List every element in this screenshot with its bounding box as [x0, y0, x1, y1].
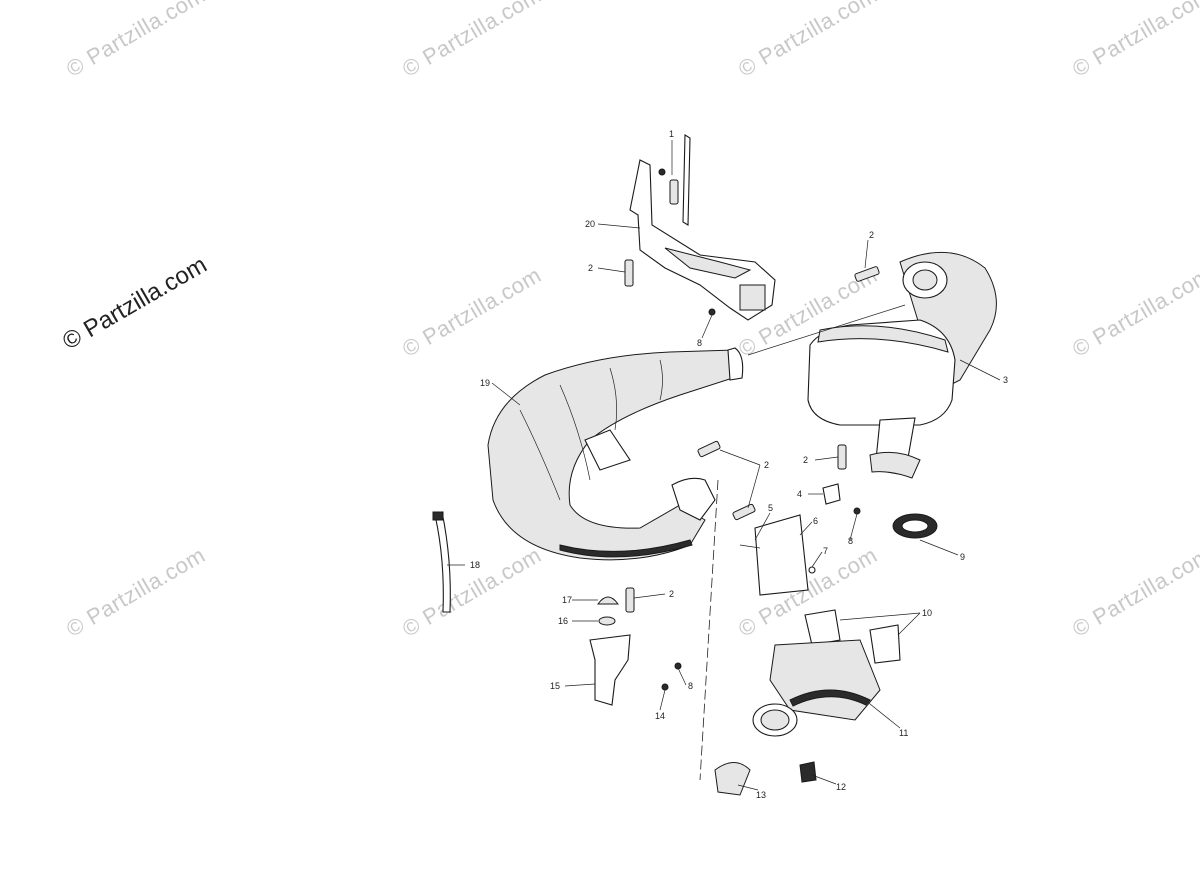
callout-8: 8: [688, 681, 693, 691]
callout-15: 15: [550, 681, 560, 691]
callout-11: 11: [899, 728, 908, 738]
callout-6: 6: [813, 516, 818, 526]
part-15-lower-bracket: [589, 596, 682, 706]
callout-14: 14: [655, 711, 665, 721]
callout-13: 13: [756, 790, 766, 800]
part-18-strap: [432, 511, 451, 613]
callout-16: 16: [558, 616, 568, 626]
callouts: 1 20 2 2 3 8 19 2 2 4 5 6 8 7 9 10 11 12…: [470, 129, 1008, 800]
callout-3: 3: [1003, 375, 1008, 385]
hardware: [658, 168, 938, 596]
part-20-bracket: [629, 134, 776, 321]
callout-5: 5: [768, 503, 773, 513]
callout-2: 2: [588, 263, 593, 273]
callout-12: 12: [836, 782, 846, 792]
callout-8: 8: [697, 338, 702, 348]
callout-2: 2: [869, 230, 874, 240]
assembly-centerline: [699, 479, 719, 781]
callout-7: 7: [823, 546, 828, 556]
part-2-springs: [624, 179, 880, 613]
callout-18: 18: [470, 560, 480, 570]
callout-19: 19: [480, 378, 490, 388]
callout-20: 20: [585, 219, 595, 229]
leader-lines: [447, 140, 1001, 791]
part-11-manifold: [714, 609, 901, 796]
callout-17: 17: [562, 595, 572, 605]
callout-8: 8: [848, 536, 853, 546]
callout-10: 10: [922, 608, 932, 618]
callout-2: 2: [803, 455, 808, 465]
part-3-silencer: [807, 251, 997, 479]
assembly-line: [747, 304, 906, 356]
callout-1: 1: [669, 129, 674, 139]
part-19-expansion-chamber: [487, 347, 744, 561]
callout-9: 9: [960, 552, 965, 562]
callout-2: 2: [764, 460, 769, 470]
callout-4: 4: [797, 489, 802, 499]
callout-2: 2: [669, 589, 674, 599]
